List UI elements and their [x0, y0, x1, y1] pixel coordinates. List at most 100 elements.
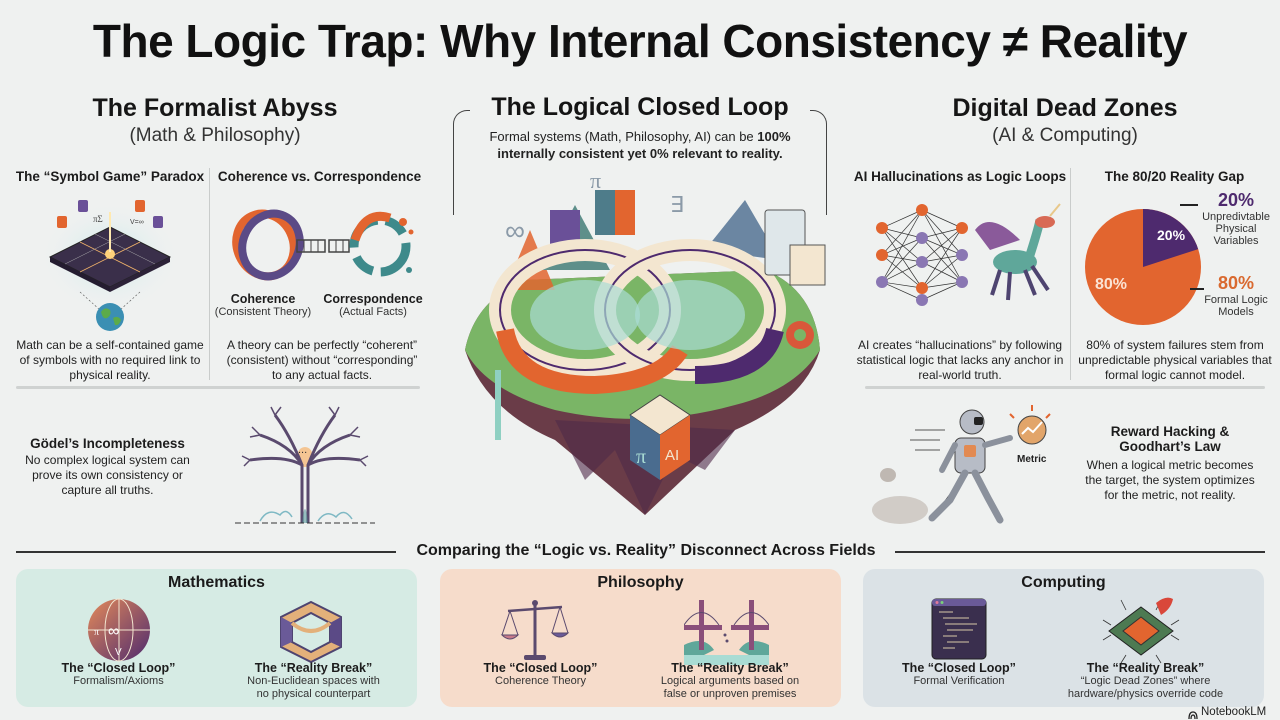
computing-reality-break-title: The “Reality Break” — [1086, 661, 1205, 675]
right-column-header: Digital Dead Zones (AI & Computing) — [850, 94, 1280, 147]
ai-symbol-cube: AI — [665, 447, 679, 464]
card-mathematics: Mathematics ∞ π V The “Closed Loop” Form… — [16, 569, 417, 707]
philosophy-closed-loop-title: The “Closed Loop” — [483, 661, 598, 675]
pi-symbol-top: π — [590, 170, 601, 193]
center-description-bold-1: 100% — [757, 129, 791, 144]
notebooklm-logo-icon — [1188, 707, 1198, 720]
coherence-illustration — [225, 200, 420, 290]
notebooklm-label: NotebookLM — [1201, 706, 1267, 718]
pie-legend-80: 80% Formal Logic Models — [1196, 273, 1276, 318]
left-section-divider — [16, 386, 420, 389]
reality-gap-pie-chart: 20% 80% — [1083, 192, 1203, 332]
coherence-label-block: Coherence (Consistent Theory) — [213, 292, 313, 319]
reward-hacking-block: Reward Hacking & Goodhart’s Law When a l… — [1080, 424, 1260, 503]
computing-closed-loop-sub: Formal Verification — [913, 675, 1005, 687]
comparison-heading: Comparing the “Logic vs. Reality” Discon… — [416, 542, 876, 559]
computing-reality-break-sub-2: hardware/physics override code — [1067, 688, 1224, 700]
right-column-title: Digital Dead Zones — [952, 94, 1178, 122]
philosophy-reality-break: The “Reality Break” Logical arguments ba… — [645, 661, 815, 701]
left-column-divider — [209, 168, 210, 380]
card-computing-title: Computing — [1021, 574, 1106, 591]
reality-gap-text: 80% of system failures stem from unpredi… — [1078, 338, 1272, 382]
pie-leader-80 — [1190, 288, 1204, 290]
hallucinations-text: AI creates “hallucinations” by following… — [856, 338, 1064, 382]
sphere-icon: ∞ π V — [86, 597, 152, 663]
computing-closed-loop: The “Closed Loop” Formal Verification — [889, 661, 1029, 688]
tree-ellipsis: ... — [298, 444, 307, 456]
hallucinations-heading: AI Hallucinations as Logic Loops — [853, 169, 1067, 184]
reality-gap-heading: The 80/20 Reality Gap — [1104, 169, 1245, 184]
right-column-divider — [1070, 168, 1071, 380]
pi-symbol-cube: π — [636, 446, 646, 468]
code-window-icon — [931, 598, 987, 660]
godel-text: No complex logical system can prove its … — [25, 453, 190, 497]
coherence-heading: Coherence vs. Correspondence — [217, 169, 422, 184]
correspondence-label-block: Correspondence (Actual Facts) — [318, 292, 428, 319]
pie-leader-20 — [1180, 204, 1198, 206]
pie-legend-20: 20% Unpredivtable Physical Variables — [1196, 190, 1276, 247]
robot-illustration: Metric — [870, 400, 1055, 528]
symbol-game-heading: The “Symbol Game” Paradox — [15, 169, 205, 184]
math-closed-loop: The “Closed Loop” Formalism/Axioms — [46, 661, 191, 688]
left-column-subtitle: (Math & Philosophy) — [129, 125, 301, 146]
card-philosophy: Philosophy The “Closed Loop” Coherence — [440, 569, 841, 707]
math-closed-loop-sub: Formalism/Axioms — [73, 675, 164, 687]
hallucinations-illustration — [870, 200, 1065, 310]
card-computing: Computing The “Closed Loop” Formal Verif… — [863, 569, 1264, 707]
computing-reality-break-sub-1: “Logic Dead Zones” where — [1080, 675, 1211, 687]
card-philosophy-title: Philosophy — [597, 574, 684, 591]
svg-text:V: V — [115, 647, 122, 658]
svg-text:V=∞: V=∞ — [130, 219, 144, 226]
metric-label: Metric — [1017, 454, 1047, 465]
computing-closed-loop-title: The “Closed Loop” — [902, 661, 1016, 675]
scales-icon — [500, 597, 570, 663]
comparison-rule-left — [16, 551, 396, 553]
center-description-plain: Formal systems (Math, Philosophy, AI) ca… — [489, 129, 758, 144]
pie-legend-80-value: 80% — [1217, 273, 1255, 293]
correspondence-label: Correspondence — [323, 292, 423, 306]
right-section-divider — [865, 386, 1265, 389]
coherence-sublabel: (Consistent Theory) — [214, 306, 312, 318]
philosophy-closed-loop: The “Closed Loop” Coherence Theory — [468, 661, 613, 688]
svg-text:∞: ∞ — [108, 623, 119, 640]
godel-block: Gödel’s Incompleteness No complex logica… — [20, 436, 195, 498]
pie-slice-80-label: 80% — [1095, 276, 1127, 293]
godel-heading: Gödel’s Incompleteness — [30, 436, 185, 451]
reward-hacking-heading-1: Reward Hacking & — [1110, 424, 1230, 439]
philosophy-reality-break-sub-2: false or unproven premises — [663, 688, 797, 700]
philosophy-closed-loop-sub: Coherence Theory — [495, 675, 586, 687]
overheating-chip-icon — [1101, 595, 1181, 665]
philosophy-reality-break-sub-1: Logical arguments based on — [660, 675, 800, 687]
math-closed-loop-title: The “Closed Loop” — [61, 661, 176, 675]
left-column-header: The Formalist Abyss (Math & Philosophy) — [0, 94, 430, 147]
svg-text:π: π — [94, 627, 99, 638]
math-reality-break-sub-1: Non-Euclidean spaces with — [247, 675, 380, 687]
math-reality-break: The “Reality Break” Non-Euclidean spaces… — [231, 661, 396, 701]
impossible-cube-icon — [278, 599, 344, 665]
pie-legend-20-value: 20% — [1217, 190, 1255, 210]
comparison-rule-right — [895, 551, 1265, 553]
page-title: The Logic Trap: Why Internal Consistency… — [92, 15, 1188, 67]
right-column-subtitle: (AI & Computing) — [992, 125, 1138, 146]
coherence-label: Coherence — [230, 292, 296, 306]
center-description: Formal systems (Math, Philosophy, AI) ca… — [465, 128, 815, 162]
infinity-symbol: ∞ — [505, 215, 525, 246]
math-reality-break-sub-2: no physical counterpart — [256, 688, 371, 700]
svg-text:πΣ: πΣ — [93, 214, 103, 224]
math-reality-break-title: The “Reality Break” — [254, 661, 373, 675]
pie-legend-80-label: Formal Logic Models — [1204, 294, 1268, 318]
center-title: The Logical Closed Loop — [470, 93, 810, 122]
correspondence-sublabel: (Actual Facts) — [339, 306, 407, 318]
philosophy-reality-break-title: The “Reality Break” — [671, 661, 789, 675]
tree-illustration: ... — [230, 405, 380, 527]
computing-reality-break: The “Reality Break” “Logic Dead Zones” w… — [1058, 661, 1233, 701]
closed-loop-illustration: ∞ π ∃ π AI — [445, 170, 835, 525]
reward-hacking-heading-2: Goodhart’s Law — [1119, 439, 1221, 454]
exists-symbol: ∃ — [670, 192, 684, 217]
coherence-text: A theory can be perfectly “coherent” (co… — [226, 338, 418, 382]
left-column-title: The Formalist Abyss — [92, 94, 338, 122]
reward-hacking-text: When a logical metric becomes the target… — [1085, 458, 1255, 502]
pie-slice-20-label: 20% — [1157, 227, 1186, 243]
card-mathematics-title: Mathematics — [168, 574, 265, 591]
pie-legend-20-label: Unpredivtable Physical Variables — [1202, 211, 1270, 247]
